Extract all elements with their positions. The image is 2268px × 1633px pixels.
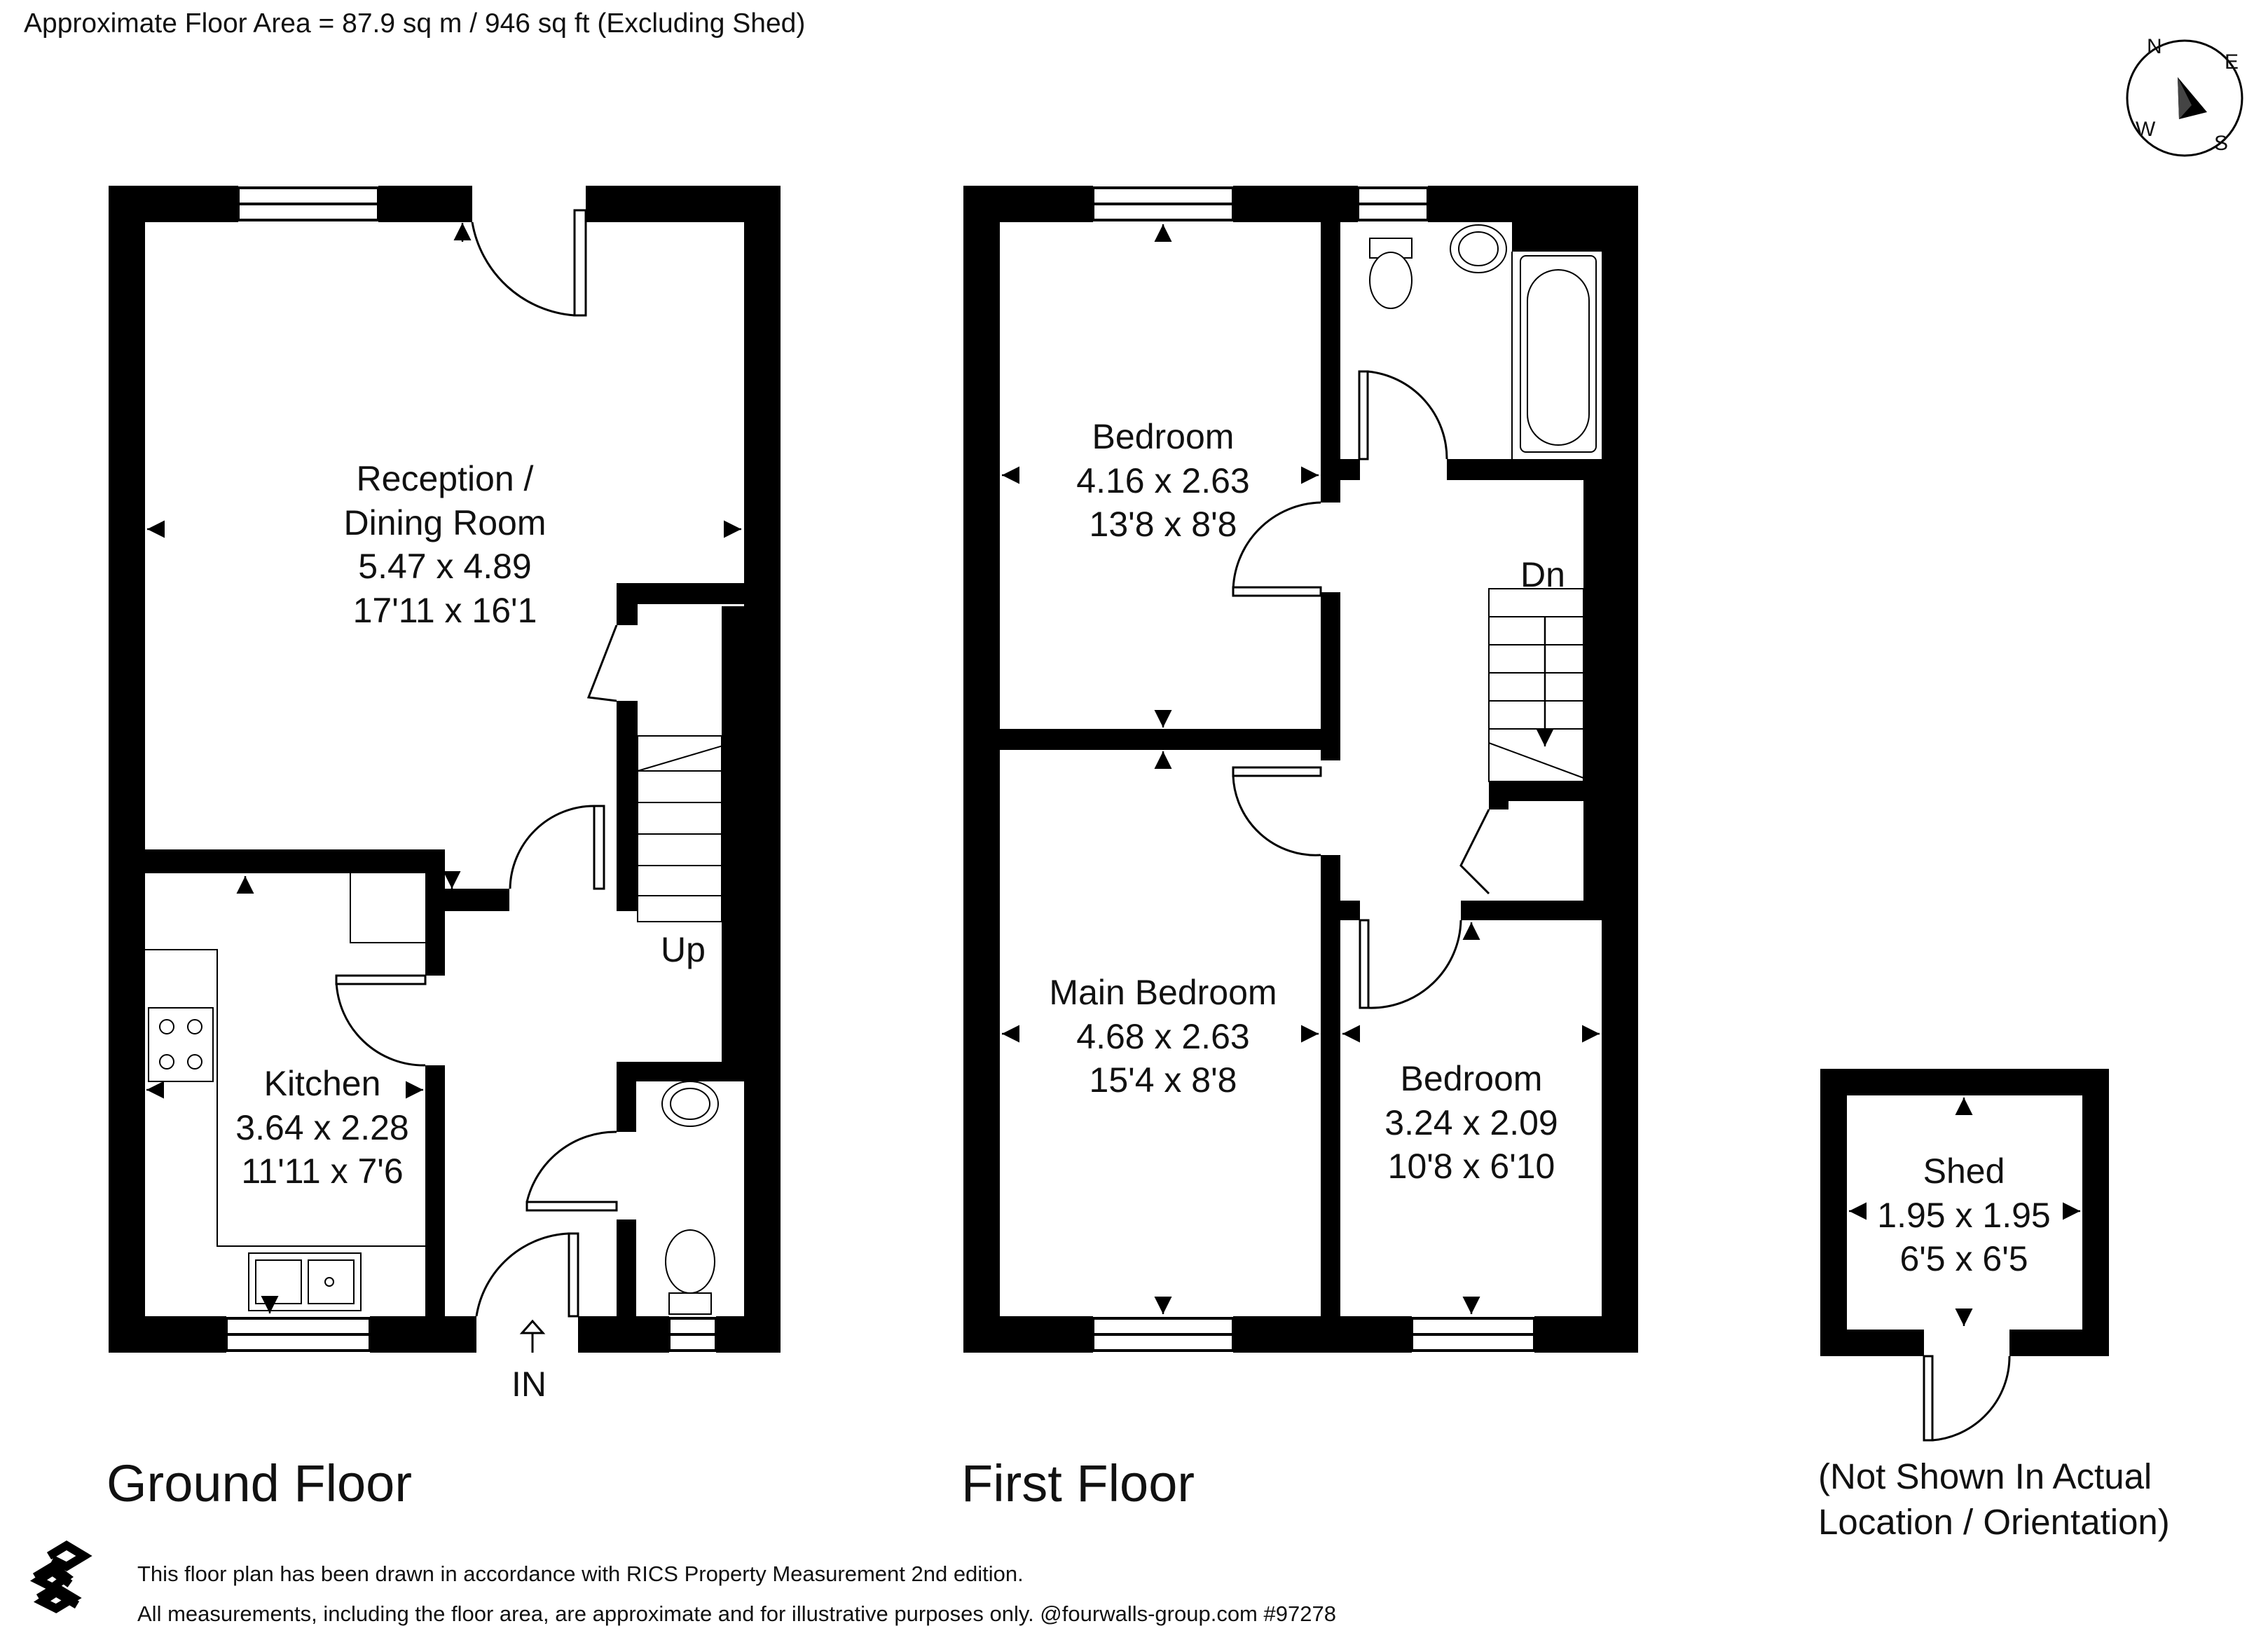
shed-dimension-ticks <box>1849 1098 2080 1326</box>
bedroom-small-imperial: 10'8 x 6'10 <box>1387 1147 1555 1186</box>
bathroom-fittings <box>1369 224 1597 459</box>
shed-name: Shed <box>1923 1152 2005 1191</box>
shed-note-1: (Not Shown In Actual <box>1818 1456 2152 1496</box>
stairs-down-label: Dn <box>1520 555 1565 594</box>
ground-floor-stairs <box>637 735 745 922</box>
kitchen-fittings <box>145 873 425 1311</box>
kitchen-room-label: Kitchen 3.64 x 2.28 11'11 x 7'6 <box>235 1062 408 1194</box>
compass-w-label: W <box>2136 118 2156 141</box>
reception-imperial: 17'11 x 16'1 <box>352 590 537 630</box>
compass-s-label: S <box>2214 132 2229 155</box>
ground-dimension-ticks <box>146 223 741 1313</box>
first-floor-title: First Floor <box>961 1454 1195 1512</box>
fourwalls-logo-icon <box>29 1540 92 1613</box>
main-bedroom-metric: 4.68 x 2.63 <box>1076 1016 1250 1056</box>
first-floor-stairs <box>1488 588 1584 782</box>
main-bedroom-name: Main Bedroom <box>1049 973 1277 1012</box>
ground-floor-doors <box>335 209 618 1318</box>
shed-walls <box>1820 1069 2109 1356</box>
bedroom-small-label: Bedroom 3.24 x 2.09 10'8 x 6'10 <box>1384 1057 1558 1189</box>
shed-metric: 1.95 x 1.95 <box>1877 1195 2051 1235</box>
reception-metric: 5.47 x 4.89 <box>358 547 532 586</box>
ground-floor-walls <box>109 186 781 1353</box>
footer-disclaimer: All measurements, including the floor ar… <box>137 1601 1336 1626</box>
bedroom-rear-imperial: 13'8 x 8'8 <box>1089 505 1237 544</box>
footer-rics-note: This floor plan has been drawn in accord… <box>137 1562 1024 1586</box>
main-bedroom-label: Main Bedroom 4.68 x 2.63 15'4 x 8'8 <box>1049 971 1277 1102</box>
shed-note-2: Location / Orientation) <box>1818 1501 2170 1542</box>
bedroom-rear-name: Bedroom <box>1092 417 1235 456</box>
floor-area-header: Approximate Floor Area = 87.9 sq m / 946… <box>24 8 806 39</box>
kitchen-metric: 3.64 x 2.28 <box>235 1107 409 1147</box>
ground-floor-windows <box>225 186 717 1352</box>
bedroom-rear-metric: 4.16 x 2.63 <box>1076 460 1250 500</box>
compass-icon <box>2126 39 2243 157</box>
entrance-arrow-icon <box>519 1319 546 1353</box>
shed-note: (Not Shown In Actual Location / Orientat… <box>1818 1454 2170 1545</box>
shed-door <box>1923 1355 2011 1442</box>
bedroom-small-metric: 3.24 x 2.09 <box>1384 1102 1558 1142</box>
shed-imperial: 6'5 x 6'5 <box>1899 1239 2028 1278</box>
compass-n-label: N <box>2147 35 2162 58</box>
entrance-label: IN <box>511 1365 547 1404</box>
first-floor-walls <box>963 186 1638 1353</box>
shed-label: Shed 1.95 x 1.95 6'5 x 6'5 <box>1877 1149 2050 1281</box>
first-floor-windows <box>1092 186 1536 1352</box>
ground-wc-fittings <box>661 1081 719 1315</box>
kitchen-name: Kitchen <box>263 1064 381 1103</box>
main-bedroom-imperial: 15'4 x 8'8 <box>1089 1060 1237 1100</box>
compass-e-label: E <box>2225 50 2239 74</box>
first-floor-doors <box>1232 370 1490 1009</box>
reception-room-label: Reception / Dining Room 5.47 x 4.89 17'1… <box>343 457 546 632</box>
kitchen-imperial: 11'11 x 7'6 <box>241 1152 404 1191</box>
reception-name-2: Dining Room <box>343 503 547 542</box>
first-dimension-ticks <box>1002 224 1600 1314</box>
stairs-up-label: Up <box>661 930 706 969</box>
bedroom-rear-label: Bedroom 4.16 x 2.63 13'8 x 8'8 <box>1076 415 1249 547</box>
reception-name-1: Reception / <box>356 459 534 498</box>
ground-floor-title: Ground Floor <box>106 1454 412 1512</box>
bedroom-small-name: Bedroom <box>1400 1059 1543 1098</box>
